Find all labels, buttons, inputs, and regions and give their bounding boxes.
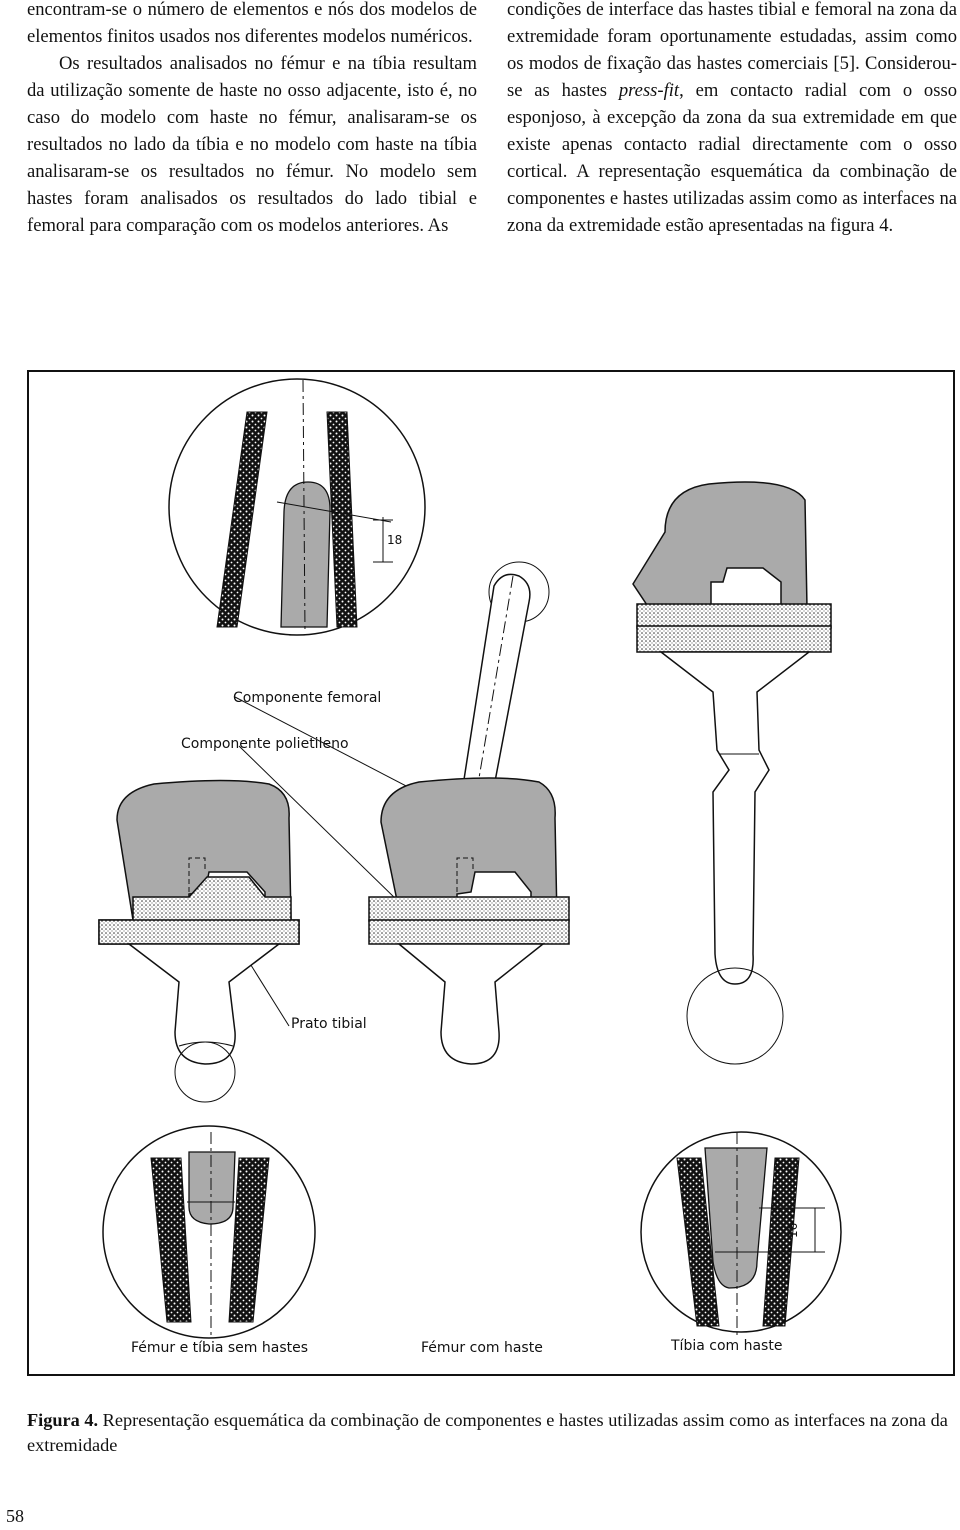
figure-frame: 18 Componente femoral Componente polieti…	[27, 370, 955, 1376]
detail-tibial-keel-tip	[102, 1125, 316, 1339]
tibial-stem	[658, 651, 812, 985]
text-column-right: condições de interface das hastes tibial…	[507, 0, 957, 239]
figure-caption: Figura 4. Representação esquemática da c…	[27, 1408, 957, 1458]
cortical-bone	[228, 1157, 270, 1323]
paragraph: Os resultados analisados no fémur e na t…	[27, 53, 477, 236]
tibial-plate	[636, 625, 832, 653]
femoral-stem	[462, 573, 531, 793]
axis-line	[476, 575, 514, 791]
stem-tip	[280, 481, 331, 628]
dimension-label-top: 18	[387, 533, 402, 547]
label-componente-femoral: Componente femoral	[233, 690, 381, 706]
keel-tip	[188, 1151, 236, 1225]
paragraph: condições de interface das hastes tibial…	[507, 0, 957, 239]
detail-tibial-stem-tip: 16	[640, 1131, 842, 1336]
cortical-bone	[150, 1157, 192, 1323]
stem-shaft	[462, 573, 531, 793]
stem-tip-marker	[686, 967, 784, 1065]
leader-line	[248, 961, 290, 1027]
paragraph: encontram-se o número de elementos e nós…	[27, 0, 477, 47]
emphasis-text: press-fit	[618, 80, 680, 101]
cortical-bone	[676, 1157, 720, 1327]
text-column-left: encontram-se o número de elementos e nós…	[27, 0, 477, 239]
dimension-line	[276, 501, 392, 523]
implant-assembly-left	[98, 779, 300, 1103]
panel-caption-left: Fémur e tíbia sem hastes	[131, 1340, 308, 1356]
leader-line	[234, 696, 438, 803]
caption-text: Representação esquemática da combinação …	[27, 1410, 948, 1455]
polyethylene-insert	[636, 603, 832, 629]
hidden-line	[456, 857, 474, 892]
detail-femoral-stem-tip: 18	[168, 378, 426, 636]
page-number: 58	[6, 1506, 24, 1526]
paragraph-text: , em contacto radial com o osso esponjos…	[507, 80, 957, 236]
label-prato-tibial: Prato tibial	[291, 1016, 367, 1032]
tibial-plate	[368, 919, 570, 945]
figure-drawing: 18 Componente femoral Componente polieti…	[98, 378, 842, 1356]
cortical-bone	[762, 1157, 800, 1327]
dimension-label-bottom: 16	[786, 1223, 800, 1238]
keel-tip-marker	[174, 1041, 236, 1103]
tibial-keel	[126, 943, 282, 1065]
tibial-plate	[98, 919, 300, 945]
paragraph-text: condições de interface das hastes tibial…	[507, 0, 957, 101]
hidden-line	[188, 857, 206, 892]
panel-caption-center: Fémur com haste	[421, 1340, 543, 1356]
femoral-component	[632, 481, 808, 609]
axis-line	[302, 379, 306, 633]
cortical-bone	[216, 411, 268, 628]
polyethylene-insert	[368, 896, 570, 922]
caption-label: Figura 4.	[27, 1410, 99, 1430]
label-componente-polietileno: Componente polietileno	[181, 736, 349, 752]
implant-assembly-right	[632, 481, 832, 1065]
tibial-keel	[396, 943, 546, 1065]
leader-line	[238, 745, 400, 903]
cortical-bone	[326, 411, 358, 628]
stem-tip	[704, 1147, 768, 1289]
panel-caption-right: Tíbia com haste	[670, 1338, 782, 1354]
implant-assembly-center	[368, 777, 570, 1065]
